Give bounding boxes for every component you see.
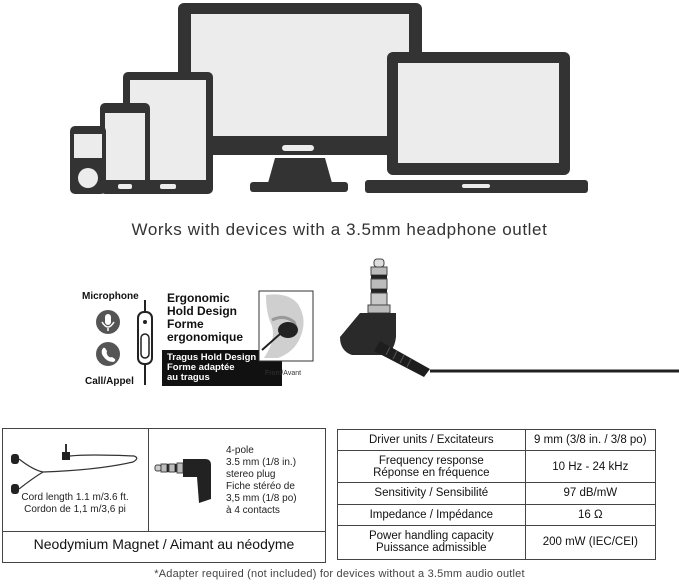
mp3-player-icon (70, 126, 106, 194)
spec-value: 16 Ω (524, 503, 657, 526)
spec-label-text: Puissance admissible (376, 542, 487, 555)
spec-label-text: Driver units / Excitateurs (368, 434, 494, 447)
ergonomic-fr-line2: ergonomique (167, 330, 244, 344)
spec-label: Driver units / Excitateurs (337, 428, 526, 452)
plug-line: Fiche stéréo de (226, 481, 295, 492)
plug-line: 3.5 mm (1/8 in.) (226, 457, 297, 468)
tragus-en: Tragus Hold Design (167, 352, 257, 363)
table-row: Impedance / Impédance 16 Ω (337, 503, 657, 526)
spec-label-text: Impedance / Impédance (369, 508, 493, 521)
earpiece-icon (278, 322, 298, 338)
spec-label-text: Power handling capacity (368, 530, 494, 543)
plug-spec-text: 4-pole 3.5 mm (1/8 in.) stereo plug Fich… (226, 445, 297, 517)
tragus-fr-line1: Forme adaptée (167, 362, 235, 373)
plug-icon (154, 459, 211, 503)
ergonomic-title: Ergonomic Hold Design Forme ergonomique (167, 292, 243, 344)
specs-table-container: Driver units / Excitateurs 9 mm (3/8 in.… (337, 428, 657, 561)
spec-label: Frequency response Réponse en fréquence (337, 450, 526, 484)
earphones-cord-icon (11, 444, 138, 494)
plug-line: 4-pole (226, 445, 254, 456)
microphone-icon (96, 310, 120, 334)
monitor-icon (178, 3, 422, 192)
spec-value: 9 mm (3/8 in. / 3/8 po) (524, 428, 657, 452)
spec-label: Sensitivity / Sensibilité (337, 482, 526, 505)
table-row: Frequency response Réponse en fréquence … (337, 450, 657, 484)
spec-value: 200 mW (IEC/CEI) (524, 524, 657, 561)
plug-line: stereo plug (226, 469, 276, 480)
cord-length-en: Cord length 1.1 m/3.6 ft. (21, 492, 129, 503)
devices-illustration (70, 3, 588, 194)
spec-label-text: Sensitivity / Sensibilité (374, 487, 489, 500)
tragus-fr-line2: au tragus (167, 372, 210, 383)
plug-line: 3,5 mm (1/8 po) (226, 493, 297, 504)
microphone-label: Microphone (82, 291, 139, 302)
spec-value: 97 dB/mW (524, 482, 657, 505)
cord-length-text: Cord length 1.1 m/3.6 ft. Cordon de 1,1 … (4, 492, 146, 516)
ergonomic-en-line1: Ergonomic (167, 291, 230, 305)
compatibility-tagline: Works with devices with a 3.5mm headphon… (131, 220, 548, 239)
panel-divider (148, 428, 149, 531)
ergonomic-fr-line1: Forme (167, 317, 204, 331)
laptop-icon (365, 52, 588, 193)
ergonomic-en-line2: Hold Design (167, 304, 238, 318)
spec-label-text: Frequency response (378, 454, 484, 467)
specs-table: Driver units / Excitateurs 9 mm (3/8 in.… (337, 428, 657, 561)
phone-icon (96, 342, 120, 366)
remote-controller-illustration (96, 300, 153, 385)
spec-value: 10 Hz - 24 kHz (524, 450, 657, 484)
cord-length-fr: Cordon de 1,1 m/3,6 pi (24, 504, 126, 515)
table-row: Sensitivity / Sensibilité 97 dB/mW (337, 482, 657, 505)
right-angle-plug-illustration (340, 258, 679, 377)
plug-line: à 4 contacts (226, 505, 280, 516)
spec-label-text: Réponse en fréquence (373, 466, 490, 479)
remote-body-icon (137, 300, 153, 385)
front-label: Front/Avant (265, 370, 302, 377)
smartphone-icon (100, 103, 150, 194)
ear-fit-illustration (258, 290, 314, 362)
spec-label: Impedance / Impédance (337, 503, 526, 526)
spec-label: Power handling capacity Puissance admiss… (337, 524, 526, 561)
table-row: Power handling capacity Puissance admiss… (337, 524, 657, 561)
panel-divider (2, 531, 326, 532)
table-row: Driver units / Excitateurs 9 mm (3/8 in.… (337, 428, 657, 452)
tragus-badge: Tragus Hold Design Forme adaptée au trag… (162, 350, 282, 386)
adapter-footnote: *Adapter required (not included) for dev… (154, 568, 525, 580)
call-label: Call/Appel (85, 376, 134, 387)
product-info-panel (2, 428, 326, 563)
magnet-label: Neodymium Magnet / Aimant au néodyme (33, 536, 295, 552)
